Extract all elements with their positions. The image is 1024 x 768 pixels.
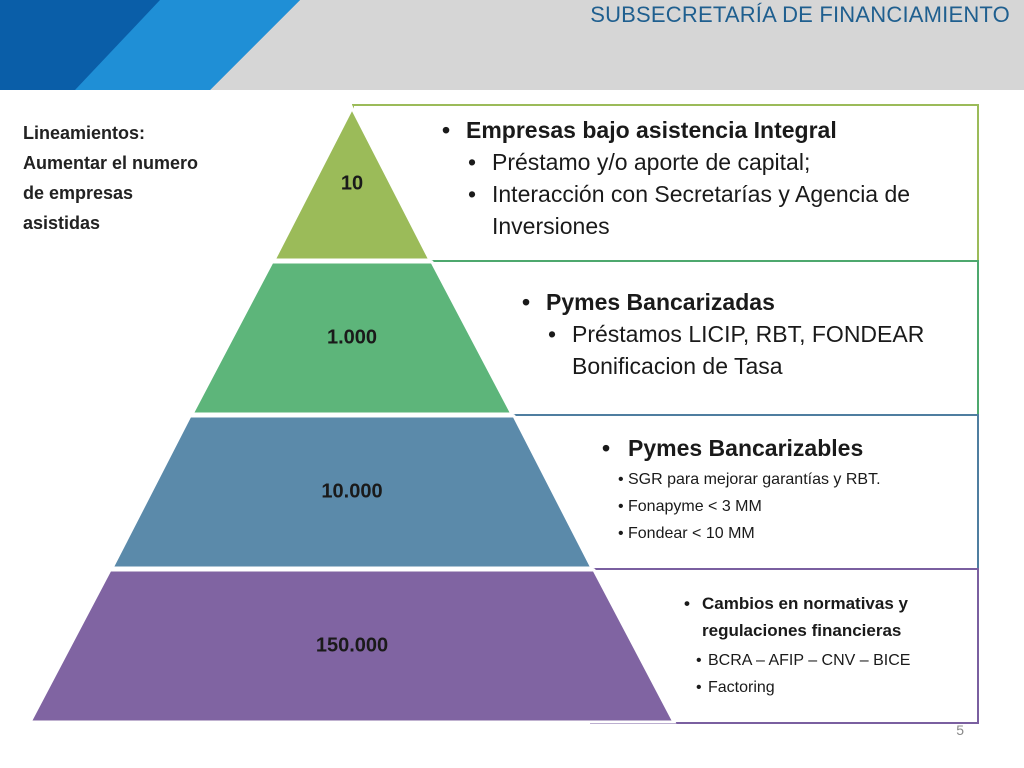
tier-box-1 [352, 104, 979, 262]
page-title: SUBSECRETARÍA DE FINANCIAMIENTO [590, 2, 1010, 27]
tier-value-4: 150.000 [315, 634, 389, 657]
bullet: • [548, 321, 557, 347]
heading-text: Pymes Bancarizadas [546, 289, 775, 315]
item-text: Préstamo y/o aporte de capital; [492, 149, 811, 175]
list-item: •Fondear < 10 MM [602, 520, 881, 547]
box-3-content: •Pymes Bancarizables •SGR para mejorar g… [602, 432, 881, 547]
page-number: 5 [956, 722, 964, 738]
list-item: •Fonapyme < 3 MM [602, 493, 881, 520]
box-4-content: • Cambios en normativas y regulaciones fi… [684, 590, 910, 701]
pyramid-tier-2 [189, 260, 515, 416]
bullet: • [442, 117, 451, 143]
box-3-heading: • Pymes Bancarizables [602, 432, 881, 464]
bullet: • [602, 435, 611, 461]
bullet: • [618, 525, 624, 542]
item-text: Bonificacion de Tasa [572, 353, 783, 379]
heading-text: Pymes Bancarizables [628, 435, 864, 461]
heading-text: Cambios en normativas y [702, 594, 908, 613]
list-item: • Factoring [684, 674, 910, 701]
item-text: Préstamos LICIP, RBT, FONDEAR [572, 321, 925, 347]
bullet: • [522, 289, 531, 315]
box-4-heading: • Cambios en normativas y [684, 590, 910, 617]
tier-value-2: 1.000 [326, 326, 378, 349]
pyramid-tier-1 [271, 104, 433, 262]
box-2-heading: • Pymes Bancarizadas [522, 286, 924, 318]
list-item: • Préstamo y/o aporte de capital; [442, 146, 910, 178]
heading-text: regulaciones financieras [702, 621, 902, 640]
item-text: BCRA – AFIP – CNV – BICE [708, 652, 911, 669]
tier-box-3 [510, 414, 979, 570]
item-text: Factoring [708, 679, 775, 696]
box-2-content: • Pymes Bancarizadas • Préstamos LICIP, RB… [522, 286, 924, 382]
item-text: SGR para mejorar garantías y RBT. [628, 471, 881, 488]
bullet: • [618, 471, 624, 488]
pyramid-tier-3 [109, 414, 595, 570]
list-item: •SGR para mejorar garantías y RBT. [602, 466, 881, 493]
lineamientos-line: Aumentar el numero [23, 153, 199, 173]
lineamientos-line: asistidas [23, 213, 101, 233]
item-text: Interacción con Secretarías y Agencia de [492, 181, 911, 207]
item-text: Inversiones [492, 213, 610, 239]
item-text: Fondear < 10 MM [628, 525, 755, 542]
item-text: Fonapyme < 3 MM [628, 498, 762, 515]
pyramid-tier-4 [27, 568, 677, 724]
list-item-continued: Inversiones [442, 210, 910, 242]
list-item: • Interacción con Secretarías y Agencia d… [442, 178, 910, 210]
bullet: • [696, 652, 702, 669]
box-1-heading: • Empresas bajo asistencia Integral [442, 114, 910, 146]
list-item: • Préstamos LICIP, RBT, FONDEAR [522, 318, 924, 350]
box-1-content: • Empresas bajo asistencia Integral • Prés… [442, 114, 910, 242]
list-item-continued: Bonificacion de Tasa [522, 350, 924, 382]
bullet: • [684, 594, 690, 613]
header-banner [0, 0, 1024, 90]
list-item: • BCRA – AFIP – CNV – BICE [684, 647, 910, 674]
heading-text: Empresas bajo asistencia Integral [466, 117, 837, 143]
bullet: • [468, 181, 477, 207]
lineamientos-note: Lineamientos: Aumentar el numero de empr… [23, 118, 263, 238]
box-4-heading-continued: regulaciones financieras [684, 617, 910, 644]
tier-value-1: 10 [340, 172, 364, 195]
bullet: • [696, 679, 702, 696]
tier-value-3: 10.000 [321, 480, 383, 503]
bullet: • [468, 149, 477, 175]
lineamientos-line: de empresas [23, 183, 134, 203]
bullet: • [618, 498, 624, 515]
lineamientos-line: Lineamientos: [23, 123, 146, 143]
